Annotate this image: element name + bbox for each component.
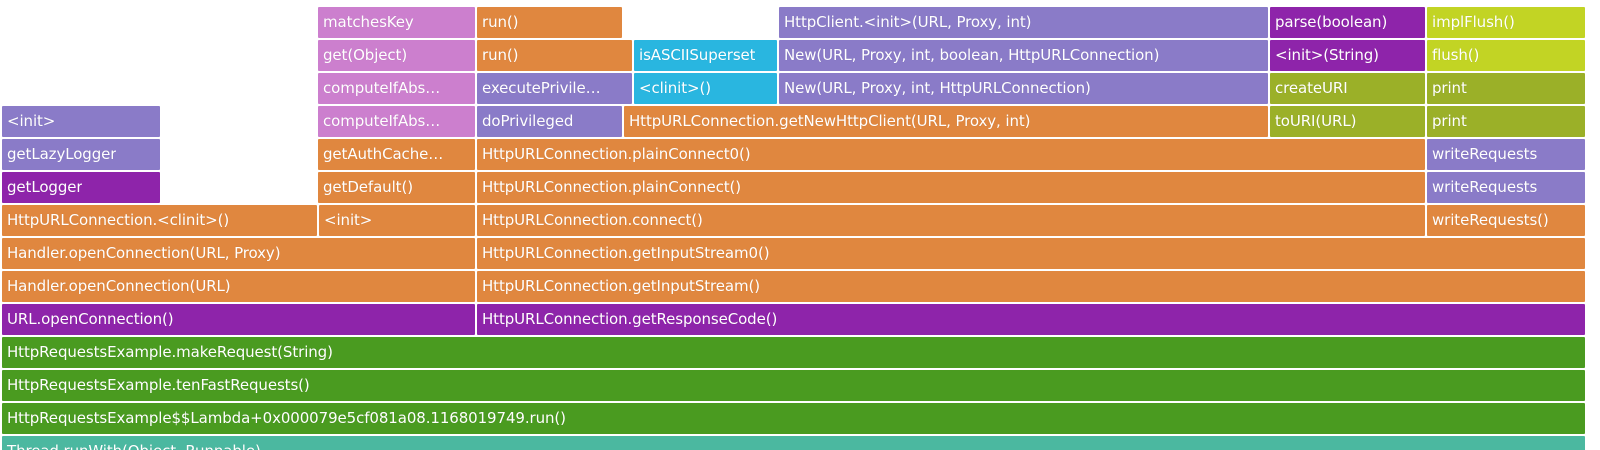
flame-frame-label: flush()	[1432, 48, 1480, 63]
flame-frame-label: getAuthCache…	[323, 147, 444, 162]
flame-frame[interactable]: <init>	[2, 106, 160, 137]
flame-frame-label: writeRequests	[1432, 180, 1538, 195]
flame-frame[interactable]: get(Object)	[318, 40, 475, 71]
flame-frame-label: print	[1432, 114, 1467, 129]
flame-frame[interactable]: writeRequests	[1427, 172, 1585, 203]
flame-frame[interactable]: HttpRequestsExample.tenFastRequests()	[2, 370, 1585, 401]
flame-frame[interactable]: implFlush()	[1427, 7, 1585, 38]
flame-frame-label: Handler.openConnection(URL)	[7, 279, 231, 294]
flame-frame[interactable]: createURI	[1270, 73, 1425, 104]
flame-frame-label: <clinit>()	[639, 81, 711, 96]
flame-frame[interactable]: New(URL, Proxy, int, HttpURLConnection)	[779, 73, 1268, 104]
flame-frame-label: HttpURLConnection.getInputStream()	[482, 279, 761, 294]
flame-frame[interactable]: HttpURLConnection.getInputStream()	[477, 271, 1585, 302]
flame-frame-label: Thread.runWith(Object, Runnable)	[2, 444, 261, 450]
flame-frame[interactable]: getAuthCache…	[318, 139, 475, 170]
flame-frame[interactable]: toURI(URL)	[1270, 106, 1425, 137]
flame-frame[interactable]: HttpURLConnection.plainConnect0()	[477, 139, 1425, 170]
flame-frame[interactable]: <init>(String)	[1270, 40, 1425, 71]
flame-frame[interactable]: run()	[477, 40, 632, 71]
flame-frame-label: writeRequests	[1432, 147, 1538, 162]
flame-frame[interactable]: HttpURLConnection.getInputStream0()	[477, 238, 1585, 269]
flame-frame[interactable]: HttpClient.<init>(URL, Proxy, int)	[779, 7, 1268, 38]
flame-frame-label: New(URL, Proxy, int, HttpURLConnection)	[784, 81, 1091, 96]
flame-frame-label: HttpURLConnection.plainConnect0()	[482, 147, 751, 162]
flame-frame-label: run()	[482, 48, 519, 63]
flame-frame-label: parse(boolean)	[1275, 15, 1388, 30]
flame-frame-label: <init>(String)	[1275, 48, 1379, 63]
flame-frame[interactable]: HttpURLConnection.getResponseCode()	[477, 304, 1585, 335]
flame-frame-label: getDefault()	[323, 180, 413, 195]
flame-frame-label: <init>	[7, 114, 56, 129]
flame-frame[interactable]: doPrivileged	[477, 106, 622, 137]
flame-frame[interactable]: writeRequests	[1427, 139, 1585, 170]
flame-frame[interactable]: run()	[477, 7, 622, 38]
flame-frame[interactable]: <clinit>()	[634, 73, 777, 104]
flame-frame-label: HttpRequestsExample.makeRequest(String)	[7, 345, 333, 360]
flame-frame[interactable]: URL.openConnection()	[2, 304, 475, 335]
flame-frame-label: get(Object)	[323, 48, 408, 63]
flame-frame[interactable]: getDefault()	[318, 172, 475, 203]
flame-frame[interactable]: Handler.openConnection(URL, Proxy)	[2, 238, 475, 269]
flame-frame[interactable]: print	[1427, 73, 1585, 104]
flame-frame[interactable]: executePrivile…	[477, 73, 632, 104]
flame-frame-label: implFlush()	[1432, 15, 1515, 30]
flame-frame[interactable]: New(URL, Proxy, int, boolean, HttpURLCon…	[779, 40, 1268, 71]
flame-frame-label: getLazyLogger	[7, 147, 117, 162]
flame-frame[interactable]: writeRequests()	[1427, 205, 1585, 236]
right-edge-spacer	[1594, 0, 1600, 450]
flame-frame[interactable]: HttpURLConnection.<clinit>()	[2, 205, 317, 236]
flame-frame-label: <init>	[324, 213, 373, 228]
flame-frame-label: HttpRequestsExample.tenFastRequests()	[7, 378, 310, 393]
flame-frame[interactable]: matchesKey	[318, 7, 475, 38]
flame-frame-label: HttpURLConnection.plainConnect()	[482, 180, 742, 195]
flame-frame[interactable]: getLogger	[2, 172, 160, 203]
flame-frame[interactable]: parse(boolean)	[1270, 7, 1425, 38]
flame-frame-label: HttpURLConnection.connect()	[482, 213, 703, 228]
flame-frame[interactable]: flush()	[1427, 40, 1585, 71]
flame-frame-label: matchesKey	[323, 15, 414, 30]
flame-frame-label: HttpRequestsExample$$Lambda+0x000079e5cf…	[7, 411, 566, 426]
flame-frame[interactable]: Thread.runWith(Object, Runnable)	[2, 436, 1585, 450]
flame-frame-label: print	[1432, 81, 1467, 96]
flame-frame-label: isASCIISuperset	[639, 48, 756, 63]
flame-frame-label: run()	[482, 15, 519, 30]
flame-frame-label: HttpURLConnection.getNewHttpClient(URL, …	[629, 114, 1031, 129]
flame-frame-label: URL.openConnection()	[7, 312, 174, 327]
flame-frame-label: HttpURLConnection.getInputStream0()	[482, 246, 770, 261]
flame-frame-label: computeIfAbs…	[323, 114, 441, 129]
flame-frame[interactable]: isASCIISuperset	[634, 40, 777, 71]
flame-frame-label: HttpURLConnection.<clinit>()	[7, 213, 230, 228]
flame-frame-label: HttpURLConnection.getResponseCode()	[482, 312, 778, 327]
flame-frame[interactable]: HttpURLConnection.connect()	[477, 205, 1425, 236]
flame-frame-label: Handler.openConnection(URL, Proxy)	[7, 246, 281, 261]
flame-frame-label: doPrivileged	[482, 114, 574, 129]
flame-frame[interactable]: HttpURLConnection.getNewHttpClient(URL, …	[624, 106, 1268, 137]
flame-frame-label: HttpClient.<init>(URL, Proxy, int)	[784, 15, 1032, 30]
flame-frame[interactable]: computeIfAbs…	[318, 73, 475, 104]
flame-frame-label: executePrivile…	[482, 81, 601, 96]
flame-frame-label: getLogger	[7, 180, 83, 195]
flame-frame[interactable]: computeIfAbs…	[318, 106, 475, 137]
flame-frame[interactable]: HttpRequestsExample.makeRequest(String)	[2, 337, 1585, 368]
flame-frame-label: toURI(URL)	[1275, 114, 1357, 129]
flame-frame[interactable]: HttpRequestsExample$$Lambda+0x000079e5cf…	[2, 403, 1585, 434]
flame-frame-label: New(URL, Proxy, int, boolean, HttpURLCon…	[784, 48, 1160, 63]
flame-frame-label: createURI	[1275, 81, 1348, 96]
flame-frame[interactable]: Handler.openConnection(URL)	[2, 271, 475, 302]
flame-frame[interactable]: <init>	[319, 205, 475, 236]
flame-frame-label: computeIfAbs…	[323, 81, 441, 96]
flame-frame-label: writeRequests()	[1432, 213, 1549, 228]
flame-frame[interactable]: getLazyLogger	[2, 139, 160, 170]
flame-frame[interactable]: HttpURLConnection.plainConnect()	[477, 172, 1425, 203]
flame-frame[interactable]: print	[1427, 106, 1585, 137]
